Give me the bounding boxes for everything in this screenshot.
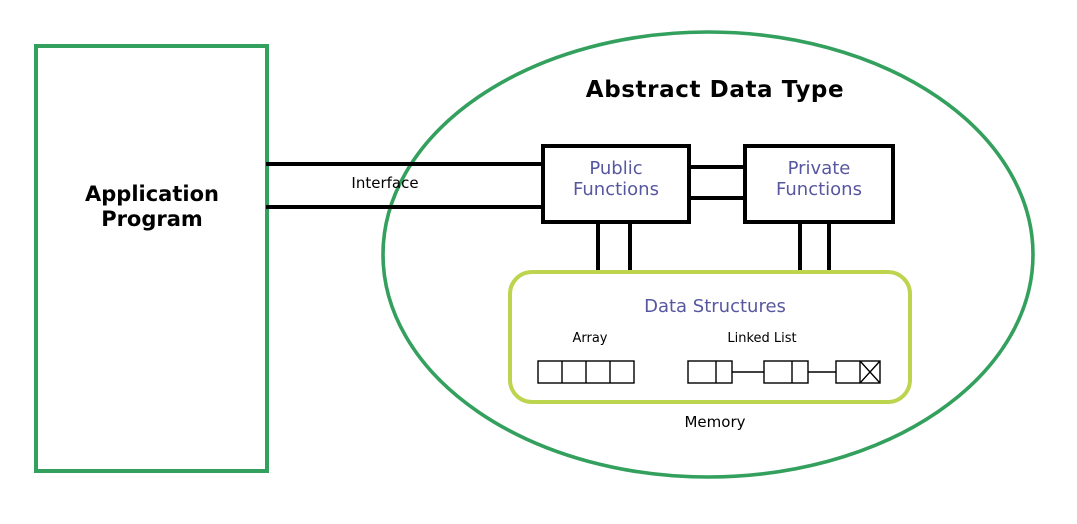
- public-functions-label-line1: Public: [589, 158, 643, 179]
- application-program-label-line2: Program: [101, 206, 203, 231]
- data-structures-title: Data Structures: [644, 296, 786, 317]
- abstract-data-type-title: Abstract Data Type: [585, 77, 845, 103]
- linked-list-label: Linked List: [727, 331, 797, 346]
- interface-label: Interface: [351, 174, 419, 192]
- private-functions-label-line2: Functions: [776, 179, 862, 201]
- private-functions-box[interactable]: [743, 144, 895, 224]
- private-functions-label-line1: Private: [787, 158, 851, 179]
- memory-label: Memory: [684, 413, 746, 431]
- public-functions-label-line2: Functions: [573, 179, 659, 201]
- linked-list-figure: [687, 360, 881, 384]
- array-figure: [537, 360, 635, 384]
- abstract-data-type-ellipse[interactable]: [381, 30, 1035, 479]
- application-program-label-line1: Application: [85, 182, 219, 206]
- array-label: Array: [572, 331, 608, 346]
- application-program-box[interactable]: [34, 44, 269, 473]
- public-functions-box[interactable]: [541, 144, 691, 224]
